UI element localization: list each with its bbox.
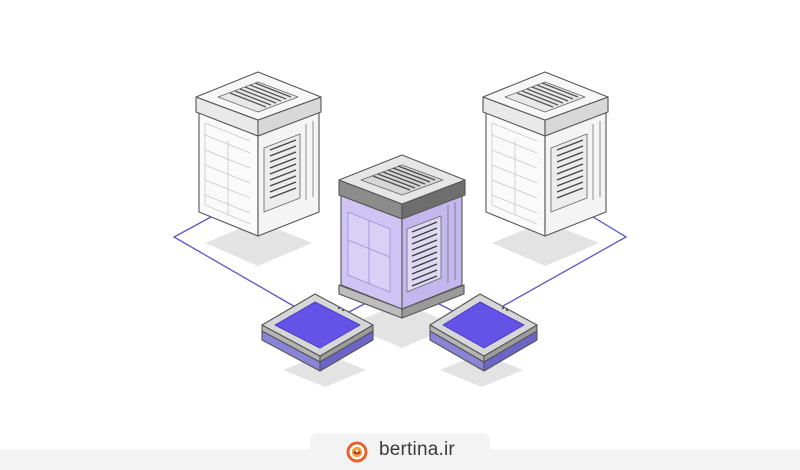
switch-right: [429, 293, 538, 372]
switch-left: [261, 293, 374, 372]
shadow-left-server: [205, 221, 312, 266]
bertina-logo-icon: [346, 441, 368, 463]
shadow-right-server: [492, 221, 599, 266]
shadow-left-switch: [283, 353, 366, 387]
shadow-center-server: [348, 303, 456, 348]
link-left-server-to-left-switch: [172, 210, 298, 309]
link-right-server-to-right-switch: [502, 208, 628, 307]
brand-badge: [310, 433, 490, 467]
server-right: [482, 71, 609, 237]
brand-site-name[interactable]: bertina.ir: [379, 439, 455, 460]
server-left: [195, 71, 322, 237]
server-center: [338, 154, 466, 319]
